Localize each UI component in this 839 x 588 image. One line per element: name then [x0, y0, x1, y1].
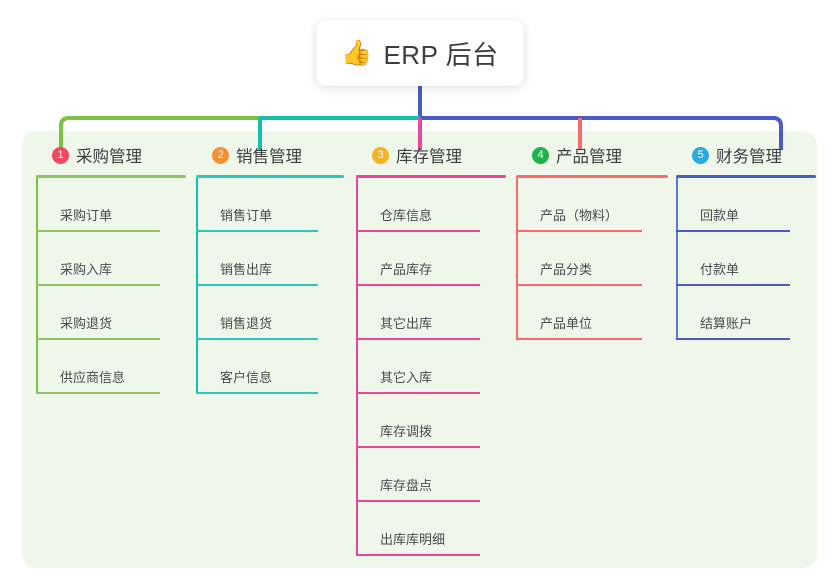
module-column-1: 1 采购管理采购订单采购入库采购退货供应商信息: [36, 142, 186, 394]
column-title: 销售管理: [236, 148, 302, 166]
module-item[interactable]: 回款单: [676, 178, 790, 232]
module-item-label: 销售退货: [220, 316, 273, 331]
column-number-badge: 1: [52, 146, 69, 164]
module-item-label: 回款单: [700, 208, 740, 223]
column-header[interactable]: 5 财务管理: [676, 142, 816, 168]
module-item-label: 客户信息: [220, 370, 273, 385]
module-item-label: 产品库存: [380, 262, 433, 277]
module-item[interactable]: 其它入库: [356, 340, 480, 394]
module-column-3: 3 库存管理仓库信息产品库存其它出库其它入库库存调拨库存盘点出库库明细: [356, 142, 506, 556]
root-title-label: ERP 后台: [383, 39, 499, 70]
module-item-label: 仓库信息: [380, 208, 433, 223]
module-item[interactable]: 仓库信息: [356, 178, 480, 232]
column-items: 回款单付款单结算账户: [676, 178, 816, 340]
module-item-label: 结算账户: [700, 316, 753, 331]
module-item-label: 其它入库: [380, 370, 433, 385]
column-header[interactable]: 2 销售管理: [196, 142, 344, 168]
column-title: 财务管理: [716, 148, 782, 166]
column-underline: [516, 175, 668, 178]
module-item[interactable]: 销售出库: [196, 232, 318, 286]
module-column-5: 5 财务管理回款单付款单结算账户: [676, 142, 816, 340]
module-item[interactable]: 产品分类: [516, 232, 642, 286]
column-underline: [196, 175, 344, 178]
column-spine: [356, 178, 358, 556]
column-number-badge: 5: [692, 146, 709, 164]
module-item-label: 产品（物料）: [540, 208, 619, 223]
column-title: 采购管理: [76, 148, 142, 166]
thumbs-up-icon: 👍: [341, 38, 373, 67]
module-item[interactable]: 产品库存: [356, 232, 480, 286]
column-number-badge: 4: [532, 146, 549, 164]
module-item[interactable]: 付款单: [676, 232, 790, 286]
column-title: 产品管理: [556, 148, 622, 166]
module-column-4: 4 产品管理产品（物料） 产品分类产品单位: [516, 142, 668, 340]
module-item-label: 付款单: [700, 262, 740, 277]
module-item-label: 供应商信息: [60, 370, 126, 385]
module-item[interactable]: 销售订单: [196, 178, 318, 232]
module-column-2: 2 销售管理销售订单销售出库销售退货客户信息: [196, 142, 344, 394]
column-number-badge: 2: [212, 146, 229, 164]
module-item-label: 销售出库: [220, 262, 273, 277]
column-spine: [36, 178, 38, 394]
module-item[interactable]: 其它出库: [356, 286, 480, 340]
module-item[interactable]: 出库库明细: [356, 502, 480, 556]
column-underline: [676, 175, 816, 178]
module-item-label: 采购入库: [60, 262, 113, 277]
module-item-label: 采购退货: [60, 316, 113, 331]
modules-panel: [22, 131, 817, 568]
module-item-label: 产品分类: [540, 262, 593, 277]
root-title-card[interactable]: 👍 ERP 后台: [316, 20, 524, 86]
module-item[interactable]: 采购订单: [36, 178, 160, 232]
module-item-label: 库存调拨: [380, 424, 433, 439]
column-number-badge: 3: [372, 146, 389, 164]
column-header[interactable]: 1 采购管理: [36, 142, 186, 168]
module-item[interactable]: 库存盘点: [356, 448, 480, 502]
module-item[interactable]: 销售退货: [196, 286, 318, 340]
module-item[interactable]: 库存调拨: [356, 394, 480, 448]
column-spine: [516, 178, 518, 340]
module-item[interactable]: 采购退货: [36, 286, 160, 340]
column-title: 库存管理: [396, 148, 462, 166]
module-item-label: 采购订单: [60, 208, 113, 223]
column-header[interactable]: 3 库存管理: [356, 142, 506, 168]
module-item[interactable]: 产品单位: [516, 286, 642, 340]
module-item[interactable]: 结算账户: [676, 286, 790, 340]
column-items: 产品（物料） 产品分类产品单位: [516, 178, 668, 340]
module-item[interactable]: 产品（物料）: [516, 178, 642, 232]
column-header[interactable]: 4 产品管理: [516, 142, 668, 168]
column-items: 仓库信息产品库存其它出库其它入库库存调拨库存盘点出库库明细: [356, 178, 506, 556]
module-item[interactable]: 客户信息: [196, 340, 318, 394]
module-item-label: 销售订单: [220, 208, 273, 223]
module-item[interactable]: 采购入库: [36, 232, 160, 286]
column-items: 销售订单销售出库销售退货客户信息: [196, 178, 344, 394]
module-item-label: 其它出库: [380, 316, 433, 331]
module-item-label: 库存盘点: [380, 478, 433, 493]
module-item-label: 产品单位: [540, 316, 593, 331]
column-underline: [356, 175, 506, 178]
column-items: 采购订单采购入库采购退货供应商信息: [36, 178, 186, 394]
module-item[interactable]: 供应商信息: [36, 340, 160, 394]
column-spine: [676, 178, 678, 340]
module-item-label: 出库库明细: [380, 532, 446, 547]
column-underline: [36, 175, 186, 178]
column-spine: [196, 178, 198, 394]
